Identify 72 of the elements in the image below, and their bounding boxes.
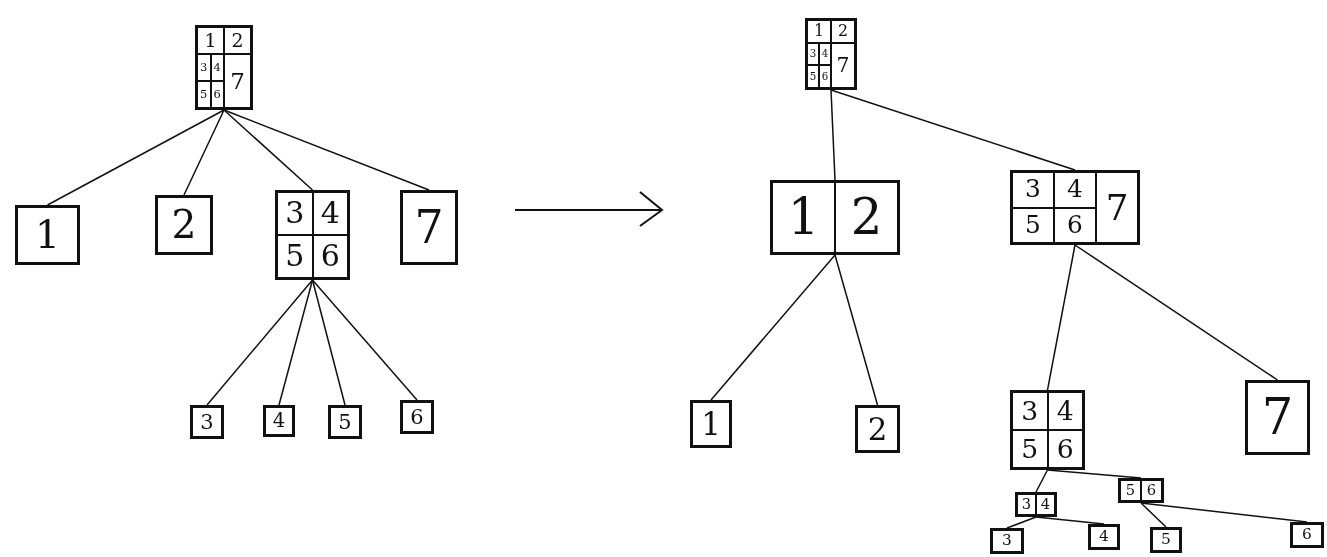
- table-cell: 2: [224, 27, 251, 54]
- connector-line: [46, 109, 225, 206]
- table-cell: 4: [819, 42, 831, 66]
- connector-line: [710, 254, 836, 401]
- table-cell: 6: [402, 402, 432, 432]
- table-cell: 2: [857, 407, 898, 451]
- table-cell: 1: [772, 182, 835, 253]
- table-cell: 4: [1054, 172, 1096, 208]
- grid-box: [1015, 492, 1057, 517]
- grid-box: [805, 18, 857, 90]
- grid-box: [1118, 478, 1164, 503]
- table-cell: 3: [807, 42, 819, 66]
- grid-box: [275, 190, 350, 280]
- grid-box: [1010, 170, 1140, 245]
- table-cell: 5: [1012, 207, 1054, 243]
- table-cell: 4: [1036, 494, 1055, 515]
- table-cell: 7: [224, 54, 251, 108]
- connector-line: [311, 279, 346, 406]
- table-cell: 3: [192, 407, 222, 437]
- connector-line: [278, 279, 314, 406]
- table-cell: 5: [277, 235, 313, 278]
- table-cell: 1: [197, 27, 224, 54]
- table-cell: 6: [210, 81, 224, 108]
- connector-line: [1140, 502, 1167, 528]
- table-cell: 3: [277, 192, 313, 235]
- table-cell: 7: [1247, 382, 1308, 453]
- table-cell: 1: [807, 20, 831, 43]
- table-cell: 4: [265, 407, 293, 435]
- table-cell: 4: [210, 54, 224, 81]
- table-cell: 5: [1120, 480, 1141, 501]
- table-cell: 6: [1047, 430, 1083, 468]
- connector-line: [1035, 469, 1049, 493]
- grid-box: [770, 180, 900, 255]
- table-cell: 7: [1096, 172, 1138, 243]
- table-cell: 5: [330, 407, 360, 437]
- table-cell: 5: [1152, 529, 1180, 551]
- table-cell: 2: [835, 182, 898, 253]
- table-cell: 6: [1054, 207, 1096, 243]
- connector-line: [223, 109, 430, 191]
- table-cell: 6: [1141, 480, 1162, 501]
- connector-line: [1046, 244, 1076, 391]
- table-cell: 1: [692, 402, 730, 446]
- connector-line: [834, 254, 879, 406]
- connector-line: [183, 109, 225, 196]
- table-cell: 3: [1012, 392, 1048, 430]
- table-cell: 4: [1090, 526, 1118, 548]
- table-cell: 4: [312, 192, 348, 235]
- table-cell: 5: [807, 65, 819, 88]
- connector-line: [311, 279, 418, 401]
- table-cell: 2: [157, 197, 211, 253]
- connector-line: [1074, 244, 1279, 381]
- connector-line: [830, 89, 836, 181]
- connector-line: [1006, 516, 1037, 529]
- grid-box: [195, 25, 253, 110]
- table-cell: 7: [402, 192, 456, 263]
- table-cell: 3: [197, 54, 211, 81]
- connector-line: [830, 89, 1076, 171]
- table-cell: 5: [1012, 430, 1048, 468]
- table-cell: 1: [17, 207, 78, 263]
- table-cell: 3: [1012, 172, 1054, 208]
- table-cell: 6: [1292, 524, 1322, 546]
- connector-line: [206, 279, 314, 406]
- table-cell: 6: [819, 65, 831, 88]
- table-cell: 4: [1047, 392, 1083, 430]
- table-cell: 3: [1017, 494, 1036, 515]
- table-cell: 3: [992, 530, 1022, 552]
- table-cell: 6: [312, 235, 348, 278]
- table-cell: 2: [831, 20, 855, 43]
- table-cell: 7: [831, 42, 855, 88]
- connector-line: [223, 109, 314, 191]
- grid-box: [1010, 390, 1085, 470]
- table-cell: 5: [197, 81, 211, 108]
